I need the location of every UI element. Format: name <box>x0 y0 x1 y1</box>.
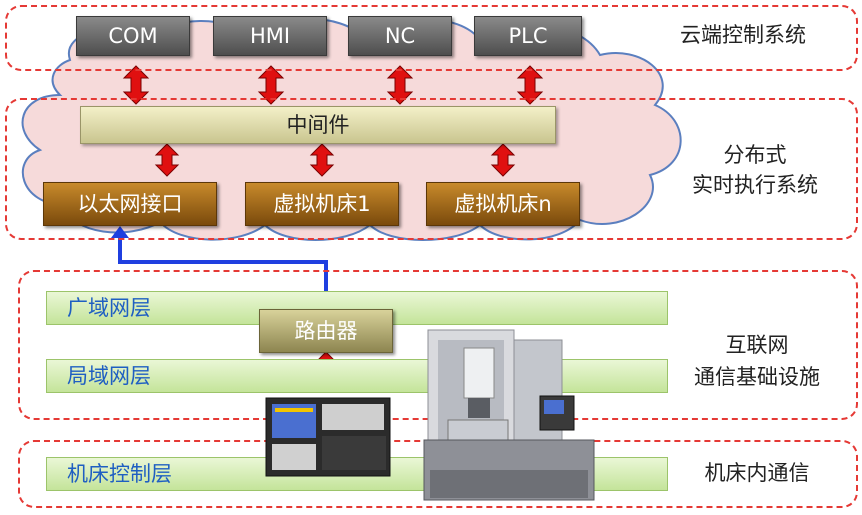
arrow-nc-middleware <box>386 65 414 105</box>
network-label-line2: 通信基础设施 <box>694 365 820 389</box>
cnc-controller-overlay <box>265 397 391 477</box>
machine-comm-label: 机床内通信 <box>704 461 810 485</box>
arrow-middleware-ethernet <box>154 143 180 177</box>
blue-link <box>118 236 328 300</box>
virtual-machine-1-box: 虚拟机床1 <box>245 182 399 226</box>
arrow-plc-middleware <box>516 65 544 105</box>
machine-tool-overlay <box>423 329 595 501</box>
distributed-execution-zone <box>5 98 858 240</box>
nc-box: NC <box>348 16 452 56</box>
lan-layer-bar: 局域网层 <box>46 359 668 393</box>
arrow-middleware-vmn <box>490 143 516 177</box>
hmi-box: HMI <box>213 16 327 56</box>
arrow-hmi-middleware <box>257 65 285 105</box>
ethernet-interface-box: 以太网接口 <box>43 182 217 226</box>
router-box: 路由器 <box>259 309 393 353</box>
middleware-bar: 中间件 <box>80 106 556 144</box>
cloud-control-zone <box>5 5 858 71</box>
arrow-middleware-vm1 <box>309 143 335 177</box>
distributed-label-line2: 实时执行系统 <box>692 173 818 197</box>
blue-arrowhead-top <box>111 226 129 238</box>
red-arrows-mid <box>154 143 516 177</box>
com-box: COM <box>76 16 190 56</box>
plc-box: PLC <box>474 16 582 56</box>
cloud-control-label: 云端控制系统 <box>680 23 806 47</box>
virtual-machine-n-box: 虚拟机床n <box>426 182 580 226</box>
arrow-com-middleware <box>122 65 150 105</box>
red-arrows-top <box>122 65 544 105</box>
distributed-label-line1: 分布式 <box>723 143 787 167</box>
network-label-line1: 互联网 <box>725 333 789 357</box>
